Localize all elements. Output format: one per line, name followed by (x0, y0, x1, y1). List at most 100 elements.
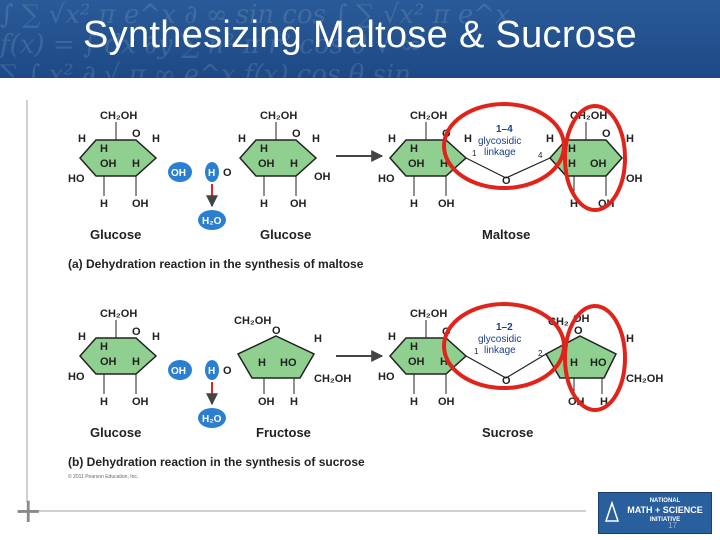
label-h: H (260, 198, 268, 210)
label-h: H (314, 333, 322, 345)
label-h: H (410, 396, 418, 408)
label-ch2oh: CH₂OH (260, 110, 297, 122)
label-h: H (568, 158, 576, 170)
caption-a: (a) Dehydration reaction in the synthesi… (68, 257, 364, 271)
label-oh: OH (258, 396, 275, 408)
label-ch2oh: CH₂OH (410, 308, 447, 320)
label-ho: HO (68, 371, 85, 383)
reaction-diagram: CH₂OH O H H H OH H HO H OH Glucose OH H … (68, 102, 663, 480)
left-divider (26, 100, 28, 502)
label-ring-o: O (272, 325, 281, 337)
label-water: H₂O (202, 216, 222, 227)
label-oh: OH (100, 158, 117, 170)
label-h: H (258, 357, 266, 369)
label-h: H (260, 143, 268, 155)
label-ch2oh: CH₂OH (410, 110, 447, 122)
label-h: H (290, 396, 298, 408)
label-oh: OH (438, 198, 455, 210)
slide-title: Synthesizing Maltose & Sucrose (83, 14, 637, 56)
label-oh: OH (590, 158, 607, 170)
label-water: H₂O (202, 414, 222, 425)
label-h: H (388, 133, 396, 145)
molecule-name: Maltose (482, 227, 530, 242)
label-ch2: CH₂ (548, 316, 569, 328)
fructose-ring (236, 335, 316, 379)
label-ho: HO (280, 357, 297, 369)
label-oh: OH (314, 171, 331, 183)
label-h: H (152, 133, 160, 145)
label-ring-o: O (132, 326, 141, 338)
plus-icon: + (14, 491, 43, 531)
label-h: H (78, 133, 86, 145)
slide-header: ∫ ∑ √x² π e^x ∂ ∞ sin cos ∫ ∑ √x² π e^x … (0, 0, 720, 78)
watermark-line: f(x) = ∫ dx ∂y ∑ n² π r² cos θ √ ∞ (0, 30, 422, 60)
linkage-text: glycosidic (478, 334, 521, 345)
label-ring-o: O (292, 128, 301, 140)
label-oh: OH (132, 198, 149, 210)
logo-line: NATIONAL (649, 498, 681, 504)
label-leaving-h: H (208, 366, 215, 377)
molecule-name: Glucose (90, 227, 141, 242)
maltose-product: CH₂OH CH₂OH O O H H H OH H HO H OH H H H… (378, 102, 643, 242)
glucose-molecule-a1: CH₂OH O H H H OH H HO H OH Glucose (68, 110, 160, 242)
fructose-molecule: CH₂OH O H H HO O CH₂OH OH H Fructose (223, 315, 351, 440)
label-ch2oh: CH₂OH (626, 373, 663, 385)
leaving-water-b: OH H H₂O (168, 360, 226, 428)
label-leaving-oh: OH (171, 168, 186, 179)
watermark-line: ∫ ∑ √x² π e^x ∂ ∞ sin cos ∫ ∑ √x² π e^x (0, 0, 510, 30)
bottom-divider (26, 510, 586, 512)
label-h: H (152, 331, 160, 343)
label-oh: OH (408, 158, 425, 170)
linkage-number: 1 (474, 347, 479, 356)
glucose-molecule-a2: CH₂OH O H H H OH H O OH H OH Glucose (223, 110, 331, 242)
header-watermark: ∫ ∑ √x² π e^x ∂ ∞ sin cos ∫ ∑ √x² π e^x … (0, 0, 720, 78)
glucose-molecule-b1: CH₂OH O H H H OH H HO H OH Glucose (68, 308, 160, 440)
label-ho: HO (68, 173, 85, 185)
label-oh: OH (258, 158, 275, 170)
linkage-label: 1–2 (496, 322, 513, 333)
label-bridge-o: O (502, 175, 511, 187)
glucose-ring (238, 139, 318, 177)
logo-mark-icon (605, 501, 619, 522)
label-h: H (626, 333, 634, 345)
logo-line: INITIATIVE (649, 517, 681, 523)
linkage-number: 1 (472, 149, 477, 158)
molecule-name: Sucrose (482, 425, 533, 440)
label-leaving-oh: OH (171, 366, 186, 377)
copyright-notice: © 2011 Pearson Education, Inc. (68, 473, 138, 480)
slide-number: 17 (668, 521, 677, 530)
glucose-ring (78, 337, 158, 375)
maltose-reaction: CH₂OH O H H H OH H HO H OH Glucose OH H … (68, 102, 643, 271)
label-h: H (600, 396, 608, 408)
molecule-name: Fructose (256, 425, 311, 440)
sucrose-reaction: CH₂OH O H H H OH H HO H OH Glucose OH H … (68, 302, 663, 480)
highlight-circle (563, 304, 627, 412)
label-h: H (570, 357, 578, 369)
label-h: H (132, 356, 140, 368)
label-ch2oh: CH₂OH (100, 110, 137, 122)
label-h: H (440, 356, 448, 368)
linkage-label: 1–4 (496, 124, 513, 135)
linkage-text: linkage (484, 345, 516, 356)
linkage-number: 4 (538, 151, 543, 160)
label-ho: HO (378, 173, 395, 185)
molecule-name: Glucose (90, 425, 141, 440)
label-h: H (568, 143, 576, 155)
label-ring-o: O (602, 128, 611, 140)
label-h: H (626, 133, 634, 145)
label-o: O (223, 365, 232, 377)
label-h: H (132, 158, 140, 170)
label-h: H (388, 331, 396, 343)
highlight-circle (563, 104, 627, 212)
label-h: H (100, 341, 108, 353)
label-h: H (100, 396, 108, 408)
label-ch2oh: CH₂OH (234, 315, 271, 327)
label-oh: OH (132, 396, 149, 408)
label-leaving-h: H (208, 168, 215, 179)
label-ch2oh: CH₂OH (314, 373, 351, 385)
label-h: H (410, 341, 418, 353)
linkage-text: linkage (484, 147, 516, 158)
label-h: H (570, 198, 578, 210)
label-oh: OH (408, 356, 425, 368)
label-h: H (100, 143, 108, 155)
